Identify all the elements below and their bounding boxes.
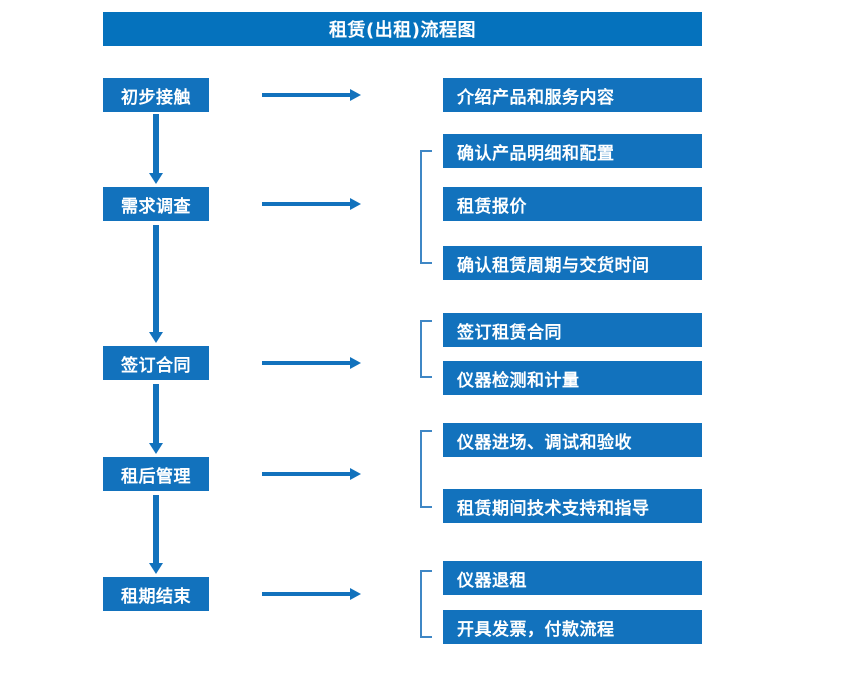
detail-box-confirm-period-delivery[interactable]: 确认租赁周期与交货时间	[443, 246, 702, 280]
detail-box-rental-quote[interactable]: 租赁报价	[443, 187, 702, 221]
bracket-stage2-group	[420, 150, 432, 264]
vertical-arrow-stage4-to-stage5	[149, 495, 163, 574]
stage-box-lease-end[interactable]: 租期结束	[103, 577, 209, 611]
detail-box-intro-products-services[interactable]: 介绍产品和服务内容	[443, 78, 702, 112]
vertical-arrow-stage1-to-stage2	[149, 114, 163, 184]
horizontal-arrow-stage5	[262, 588, 361, 600]
detail-box-technical-support[interactable]: 租赁期间技术支持和指导	[443, 489, 702, 523]
horizontal-arrow-stage4	[262, 468, 361, 480]
bracket-stage4-group	[420, 430, 432, 508]
detail-box-instrument-inspection[interactable]: 仪器检测和计量	[443, 361, 702, 395]
stage-box-needs-survey[interactable]: 需求调查	[103, 187, 209, 221]
bracket-stage5-group	[420, 570, 432, 638]
horizontal-arrow-stage1	[262, 89, 361, 101]
vertical-arrow-stage2-to-stage3	[149, 225, 163, 343]
detail-box-sign-rental-contract[interactable]: 签订租赁合同	[443, 313, 702, 347]
stage-box-initial-contact[interactable]: 初步接触	[103, 78, 209, 112]
horizontal-arrow-stage3	[262, 357, 361, 369]
stage-box-sign-contract[interactable]: 签订合同	[103, 346, 209, 380]
bracket-stage3-group	[420, 320, 432, 378]
stage-box-post-lease-management[interactable]: 租后管理	[103, 457, 209, 491]
horizontal-arrow-stage2	[262, 198, 361, 210]
detail-box-instrument-onsite-commissioning[interactable]: 仪器进场、调试和验收	[443, 423, 702, 457]
detail-box-instrument-return[interactable]: 仪器退租	[443, 561, 702, 595]
page-title: 租赁(出租)流程图	[103, 12, 702, 46]
vertical-arrow-stage3-to-stage4	[149, 384, 163, 454]
detail-box-confirm-product-spec[interactable]: 确认产品明细和配置	[443, 134, 702, 168]
detail-box-invoice-payment[interactable]: 开具发票，付款流程	[443, 610, 702, 644]
